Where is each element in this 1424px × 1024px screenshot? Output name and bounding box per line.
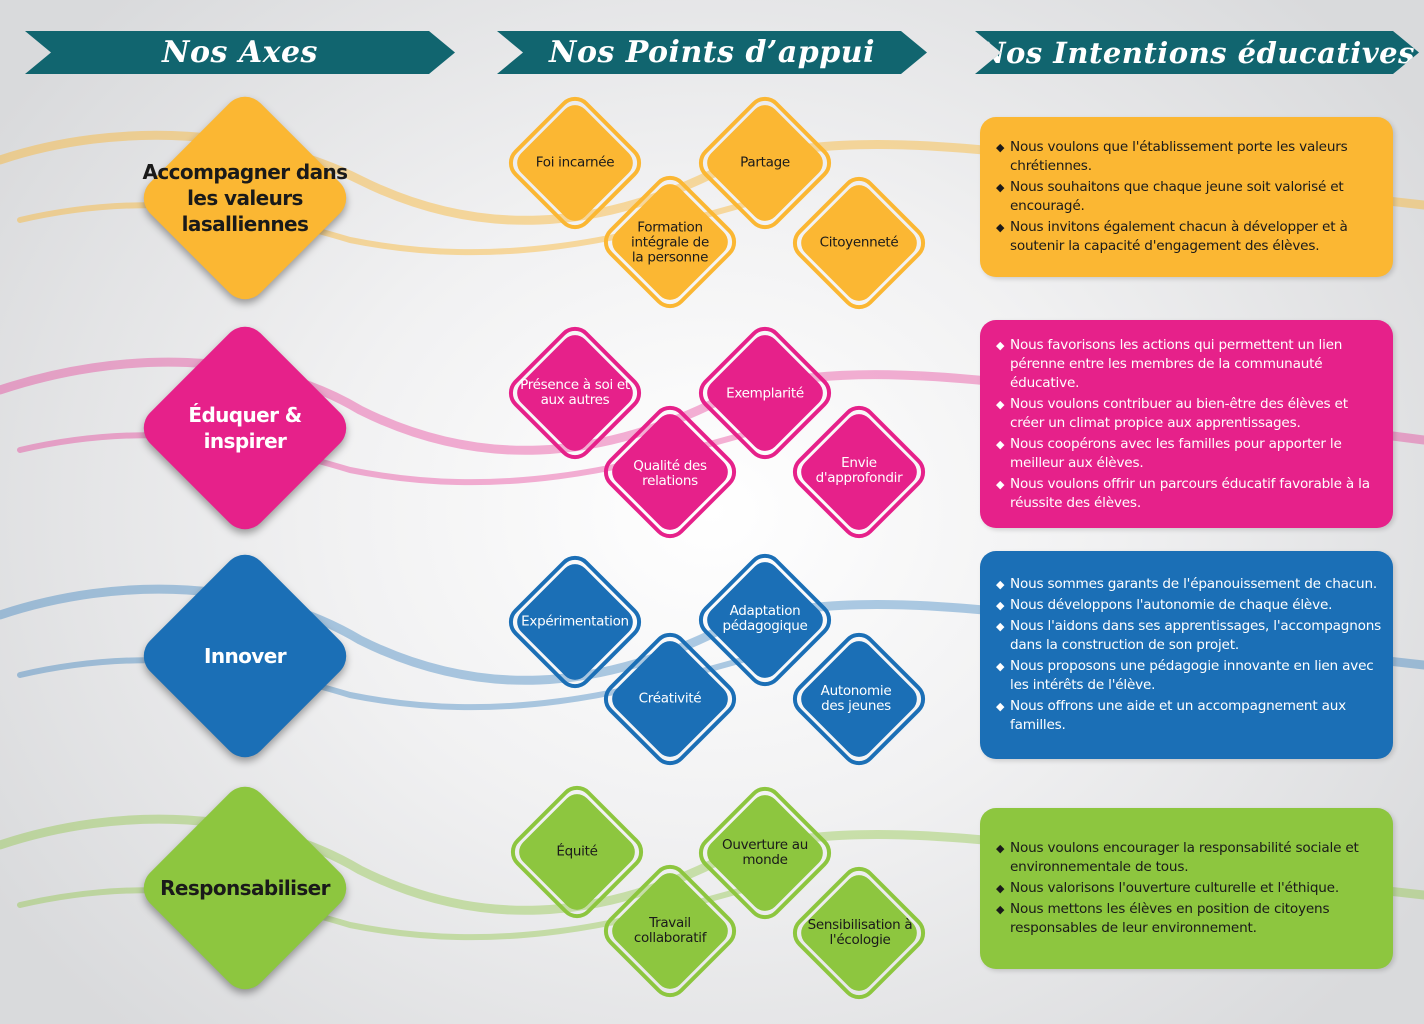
diamond-bullet-icon: ◆ [996, 437, 1005, 451]
point-exemplarite: Exemplarité [726, 385, 804, 402]
intention-item: ◆Nous voulons contribuer au bien-être de… [996, 395, 1348, 431]
intention-item: ◆Nous mettons les élèves en position de … [996, 901, 1330, 936]
point-adaptation-pedagogique: Adaptation pédagogique [722, 603, 808, 634]
diamond-bullet-icon: ◆ [996, 700, 1005, 713]
diamond-bullet-icon: ◆ [996, 181, 1005, 194]
intention-item: ◆Nous invitons également chacun à dévelo… [996, 219, 1348, 254]
intentions-box-eduquer: ◆Nous favorisons les actions qui permett… [980, 320, 1393, 528]
intentions-box-accompagner: ◆Nous voulons que l'établissement porte … [980, 117, 1393, 277]
diamond-bullet-icon: ◆ [996, 842, 1005, 855]
point-citoyennete: Citoyenneté [819, 234, 899, 251]
axis-label-innover: Innover [204, 644, 287, 668]
intention-item: ◆Nous sommes garants de l'épanouissement… [996, 576, 1378, 592]
intentions-box-innover: ◆Nous sommes garants de l'épanouissement… [980, 551, 1393, 759]
diamond-bullet-icon: ◆ [996, 397, 1005, 411]
axis-label-accompagner: Accompagner dans les valeurs lasallienne… [142, 160, 348, 236]
diamond-bullet-icon: ◆ [996, 620, 1005, 633]
intention-item: ◆Nous favorisons les actions qui permett… [996, 336, 1343, 391]
point-equite: Équité [556, 843, 598, 860]
diamond-bullet-icon: ◆ [996, 338, 1005, 352]
axis-label-eduquer: Éduquer & inspirer [188, 403, 302, 453]
intention-item: ◆Nous proposons une pédagogie innovante … [996, 658, 1374, 693]
axis-label-responsabiliser: Responsabiliser [160, 876, 330, 900]
diamond-bullet-icon: ◆ [996, 477, 1005, 491]
header-points: Nos Points d’appui [497, 31, 927, 74]
point-sensibilisation-ecologie: Sensibilisation à l'écologie [807, 917, 913, 948]
point-creativite: Créativité [638, 690, 702, 707]
point-experimentation: Expérimentation [521, 613, 629, 630]
intention-item: ◆Nous souhaitons que chaque jeune soit v… [996, 179, 1344, 214]
intention-item: ◆Nous coopérons avec les familles pour a… [996, 435, 1342, 471]
intention-item: ◆Nous développons l'autonomie de chaque … [996, 597, 1333, 613]
point-qualite-relations: Qualité des relations [633, 458, 707, 489]
point-ouverture-monde: Ouverture au monde [722, 837, 808, 868]
header-axes: Nos Axes [25, 31, 455, 74]
intention-item: ◆Nous voulons encourager la responsabili… [996, 840, 1359, 875]
point-envie-approfondir: Envie d'approfondir [815, 455, 903, 486]
diamond-bullet-icon: ◆ [996, 660, 1005, 673]
intention-item: ◆Nous valorisons l'ouverture culturelle … [996, 880, 1339, 896]
diamond-bullet-icon: ◆ [996, 903, 1005, 916]
diamond-bullet-icon: ◆ [996, 141, 1005, 154]
intention-item: ◆Nous l'aidons dans ses apprentissages, … [996, 618, 1382, 653]
intentions-box-responsabiliser: ◆Nous voulons encourager la responsabili… [980, 808, 1393, 969]
intention-item: ◆Nous voulons offrir un parcours éducati… [996, 475, 1370, 511]
intention-item: ◆Nous voulons que l'établissement porte … [996, 139, 1348, 174]
point-autonomie-jeunes: Autonomie des jeunes [820, 683, 892, 714]
diamond-bullet-icon: ◆ [996, 882, 1005, 895]
diamond-bullet-icon: ◆ [996, 578, 1005, 591]
point-travail-collaboratif: Travail collaboratif [633, 915, 707, 946]
diamond-bullet-icon: ◆ [996, 599, 1005, 612]
intention-item: ◆Nous offrons une aide et un accompagnem… [996, 698, 1346, 733]
diamond-bullet-icon: ◆ [996, 221, 1005, 234]
point-formation-integrale: Formation intégrale de la personne [631, 219, 709, 266]
point-partage: Partage [740, 154, 790, 171]
point-presence: Présence à soi et aux autres [520, 377, 630, 408]
point-foi-incarnee: Foi incarnée [535, 154, 615, 171]
header-intentions: Nos Intentions éducatives [975, 31, 1419, 74]
